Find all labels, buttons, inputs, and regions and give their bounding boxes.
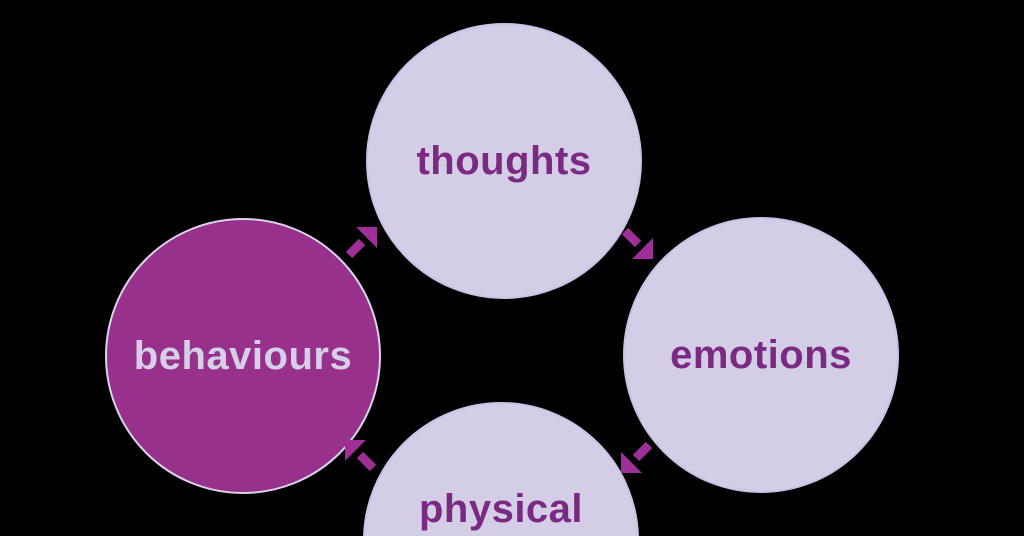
arrow-up-left-icon xyxy=(345,440,377,472)
node-behaviours: behaviours xyxy=(105,218,381,494)
node-physical-label: physical xyxy=(418,487,584,531)
node-thoughts-label: thoughts xyxy=(416,139,592,183)
node-behaviours-label: behaviours xyxy=(133,334,353,378)
node-emotions: emotions xyxy=(623,217,899,493)
node-thoughts: thoughts xyxy=(366,23,642,299)
arrow-down-left-icon xyxy=(621,441,653,473)
node-emotions-label: emotions xyxy=(670,333,852,377)
node-physical: physical xyxy=(363,402,639,536)
arrow-up-right-icon xyxy=(345,227,377,259)
arrow-down-right-icon xyxy=(621,227,653,259)
